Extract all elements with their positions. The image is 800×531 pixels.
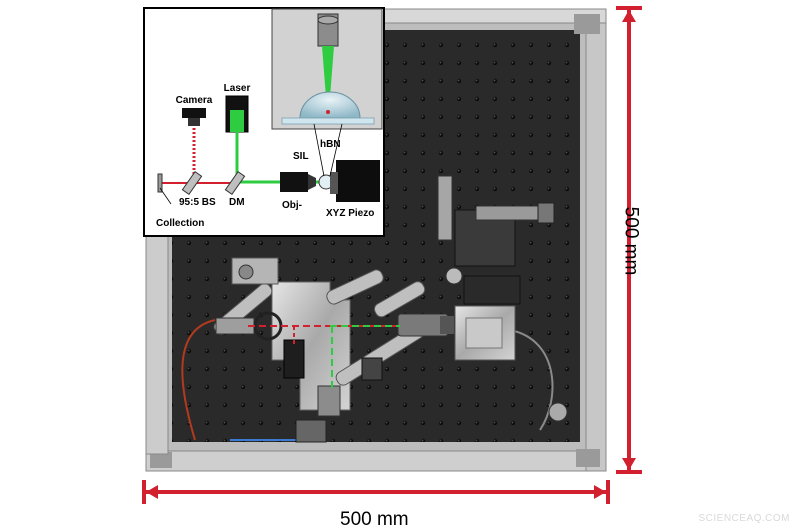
laser-label: Laser bbox=[224, 83, 251, 94]
obj-label: Obj- bbox=[282, 200, 302, 211]
dichroic-mirror-icon bbox=[224, 170, 246, 196]
substrate bbox=[281, 117, 375, 125]
dm-label: DM bbox=[229, 197, 245, 208]
mount-arm bbox=[326, 269, 384, 305]
sil-label: SIL bbox=[293, 151, 309, 162]
watermark: SCIENCEAQ.COM bbox=[698, 513, 790, 524]
camera-label: Camera bbox=[176, 95, 213, 106]
bs-label: 95:5 BS bbox=[179, 197, 216, 208]
mounting-plate bbox=[271, 281, 351, 411]
width-dimension-label: 500 mm bbox=[340, 509, 409, 530]
camera-icon bbox=[182, 108, 206, 118]
hbn-label: hBN bbox=[320, 139, 341, 150]
width-dimension-arrow bbox=[142, 480, 610, 504]
collection-label: Collection bbox=[156, 218, 204, 229]
objective-icon bbox=[280, 172, 308, 192]
cable bbox=[509, 329, 554, 431]
cable bbox=[181, 319, 216, 441]
mount-arm bbox=[373, 281, 426, 318]
piezo-icon bbox=[336, 160, 380, 202]
collection-lens-icon bbox=[157, 173, 163, 193]
zoom-laser-cone bbox=[322, 46, 334, 110]
height-dimension-arrow bbox=[616, 6, 642, 474]
piezo-label: XYZ Piezo bbox=[326, 208, 374, 219]
camera-body bbox=[283, 339, 305, 379]
schematic-inset: Camera Laser 95:5 BS DM Collection Obj- bbox=[143, 7, 385, 237]
beamsplitter-icon bbox=[181, 170, 203, 196]
laser-module bbox=[317, 385, 341, 417]
height-dimension-label: 500 mm bbox=[620, 206, 642, 276]
sil-dome bbox=[299, 91, 361, 119]
